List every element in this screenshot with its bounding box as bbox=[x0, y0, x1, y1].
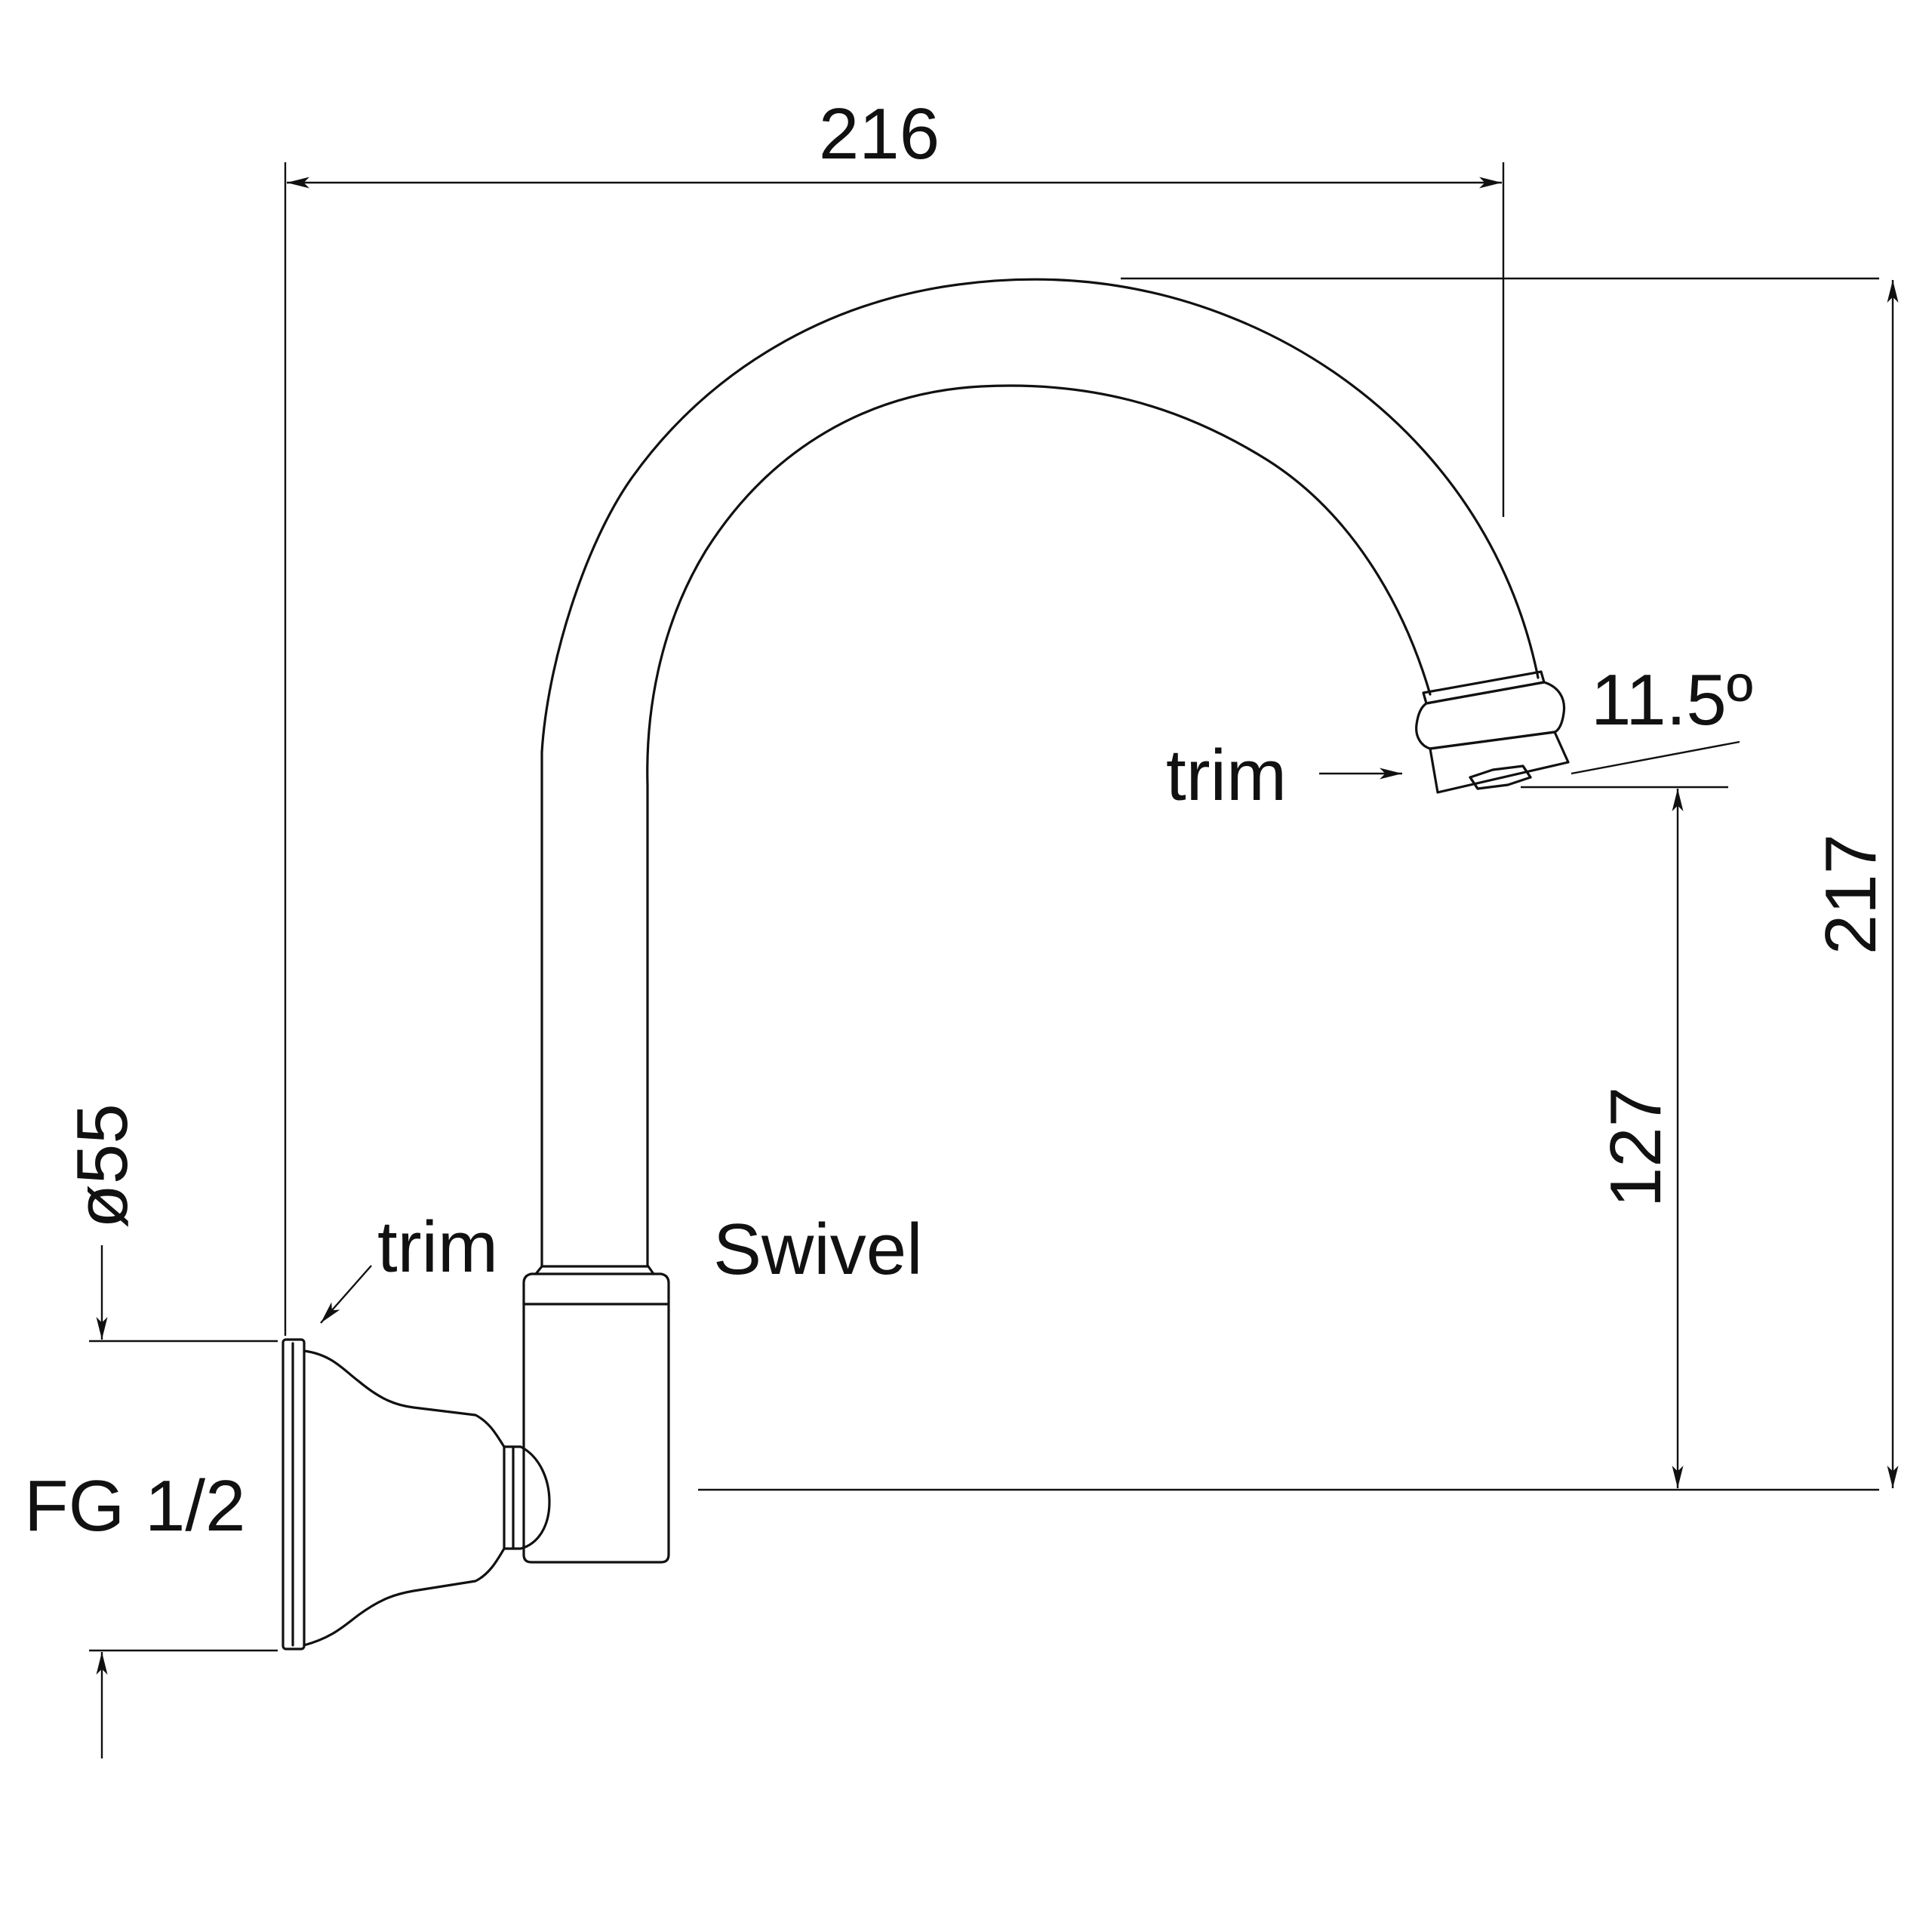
trim-leaders bbox=[320, 768, 1402, 1324]
height-total-label: 217 bbox=[1810, 834, 1891, 955]
angle-label: 11.5º bbox=[1591, 660, 1753, 740]
trim-label-flange: trim bbox=[377, 1207, 498, 1287]
thread-label: FG 1/2 bbox=[24, 1466, 245, 1546]
spout-tube bbox=[540, 278, 1540, 1268]
dimension-127 bbox=[1521, 786, 1728, 1488]
diameter-label: ø55 bbox=[62, 1103, 143, 1228]
dimension-216 bbox=[284, 162, 1505, 1336]
swivel-label: Swivel bbox=[713, 1209, 922, 1290]
faucet-outline bbox=[281, 278, 1570, 1651]
dimension-diameter-55 bbox=[89, 1245, 278, 1758]
trim-label-aerator: trim bbox=[1166, 735, 1287, 816]
dimension-217 bbox=[698, 277, 1899, 1491]
wall-flange bbox=[281, 1338, 551, 1651]
height-outlet-label: 127 bbox=[1595, 1087, 1676, 1208]
dimension-angle bbox=[1571, 740, 1740, 775]
spout-aerator bbox=[1415, 670, 1570, 794]
width-label: 216 bbox=[819, 94, 940, 174]
swivel-body bbox=[522, 1265, 670, 1564]
